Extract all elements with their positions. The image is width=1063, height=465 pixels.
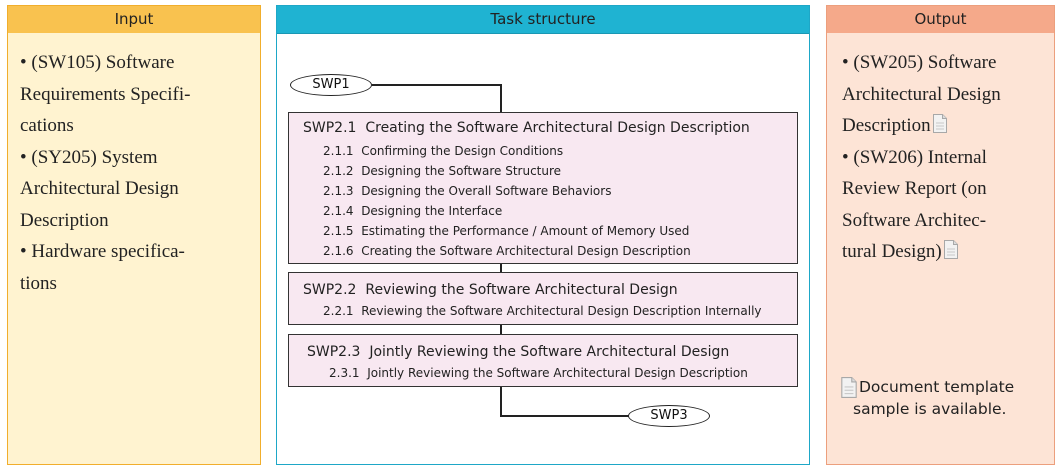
subtask-title: Designing the Interface [361,204,503,218]
subtask-item: 2.1.3 Designing the Overall Software Beh… [323,184,611,198]
task-structure-column: Task structure SWP1 SWP2.1 Creating the … [276,5,810,465]
process-title: SWP2.3 Jointly Reviewing the Software Ar… [307,344,729,360]
process-name: Creating the Software Architectural Desi… [365,120,750,136]
process-name: Reviewing the Software Architectural Des… [365,282,678,298]
connector-line [500,415,630,417]
document-icon [932,114,947,133]
subtask-item: 2.3.1 Jointly Reviewing the Software Arc… [329,366,748,380]
input-line: Architectural Design [20,178,179,199]
subtask-title: Estimating the Performance / Amount of M… [361,224,690,238]
process-title: SWP2.1 Creating the Software Architectur… [303,120,750,136]
output-line-text: Description [842,115,931,136]
note-line: sample is available. [853,400,1007,418]
output-list: • (SW205) Software Architectural Design … [842,47,1001,268]
subtask-number: 2.1.5 [323,224,354,238]
connector-line [500,325,502,334]
output-line: • (SW205) Software [842,52,997,73]
process-id: SWP2.3 [307,344,361,360]
output-body: • (SW205) Software Architectural Design … [827,33,1054,464]
subtask-title: Creating the Software Architectural Desi… [361,244,691,258]
process-name: Jointly Reviewing the Software Architect… [369,344,730,360]
output-line: Description [842,110,1001,142]
output-line: • (SW206) Internal [842,146,987,168]
connector-line [500,84,502,112]
end-terminal: SWP3 [628,405,710,427]
subtask-number: 2.1.6 [323,244,354,258]
input-line: • (SW105) Software [20,52,175,73]
task-structure-body: SWP1 SWP2.1 Creating the Software Archit… [277,33,809,464]
document-icon [841,377,857,398]
start-terminal: SWP1 [290,74,372,96]
subtask-number: 2.3.1 [329,366,360,380]
input-line: • Hardware specifica- [20,241,185,262]
subtask-title: Designing the Software Structure [361,164,562,178]
subtask-title: Jointly Reviewing the Software Architect… [367,366,748,380]
connector-line [500,264,502,272]
subtask-number: 2.2.1 [323,304,354,318]
subtask-number: 2.1.4 [323,204,354,218]
output-header: Output [827,6,1054,34]
subtask-number: 2.1.1 [323,144,354,158]
output-line-text: tural Design) [842,241,942,262]
subtask-item: 2.1.4 Designing the Interface [323,204,502,218]
subtask-title: Reviewing the Software Architectural Des… [361,304,762,318]
subtask-item: 2.2.1 Reviewing the Software Architectur… [323,304,762,318]
subtask-number: 2.1.2 [323,164,354,178]
process-box-swp2-2: SWP2.2 Reviewing the Software Architectu… [288,272,798,325]
input-column: Input • (SW105) Software Requirements Sp… [7,5,261,465]
subtask-title: Confirming the Design Conditions [361,144,564,158]
output-line: Architectural Design [842,83,1001,105]
input-body: • (SW105) Software Requirements Specifi-… [8,33,260,464]
output-line: Software Architec- [842,209,987,231]
input-line: Description [20,209,109,231]
task-structure-header: Task structure [277,6,809,34]
subtask-number: 2.1.3 [323,184,354,198]
process-box-swp2-1: SWP2.1 Creating the Software Architectur… [288,112,798,264]
note-line: Document template [859,378,1015,396]
input-line: Requirements Specifi- [20,83,191,105]
process-box-swp2-3: SWP2.3 Jointly Reviewing the Software Ar… [288,334,798,387]
input-list: • (SW105) Software Requirements Specifi-… [20,47,190,299]
output-line: Review Report (on [842,178,987,199]
subtask-item: 2.1.5 Estimating the Performance / Amoun… [323,224,689,238]
connector-line [372,84,502,86]
output-column: Output • (SW205) Software Architectural … [826,5,1055,465]
connector-line [500,387,502,416]
process-id: SWP2.1 [303,120,357,136]
template-note: Document template sample is available. [841,376,1014,420]
input-line: • (SY205) System [20,146,158,168]
subtask-item: 2.1.2 Designing the Software Structure [323,164,561,178]
subtask-item: 2.1.6 Creating the Software Architectura… [323,244,691,258]
subtask-item: 2.1.1 Confirming the Design Conditions [323,144,563,158]
input-line: cations [20,115,74,136]
subtask-title: Designing the Overall Software Behaviors [361,184,612,198]
process-title: SWP2.2 Reviewing the Software Architectu… [303,282,678,298]
input-line: tions [20,272,57,294]
input-header: Input [8,6,260,34]
process-id: SWP2.2 [303,282,357,298]
document-icon [943,240,958,259]
output-line: tural Design) [842,236,1001,268]
